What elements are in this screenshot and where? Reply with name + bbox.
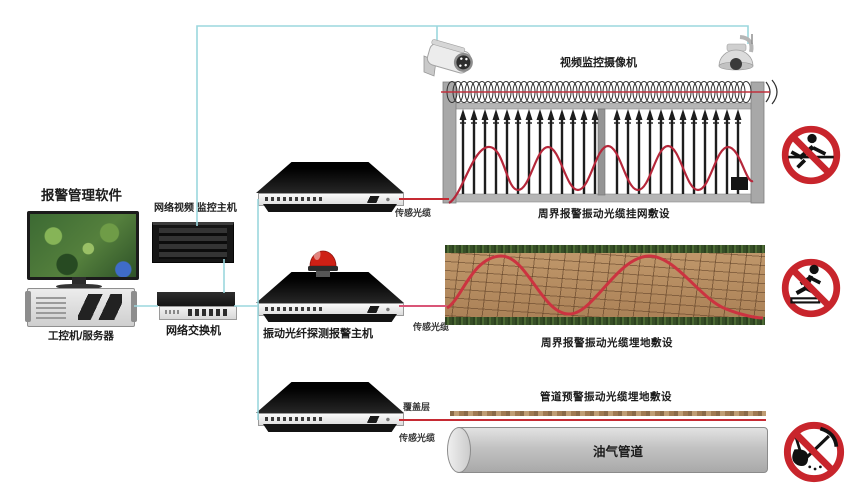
pipe-end-cap xyxy=(447,427,471,473)
dome-camera-icon xyxy=(718,34,754,71)
coil-end-arcs xyxy=(765,79,778,105)
cover-layer-strip xyxy=(450,411,766,416)
nvr-label: 网络视频 监控主机 xyxy=(154,203,237,214)
bullet-camera-icon xyxy=(423,39,473,77)
pipeline-caption: 管道预警振动光缆埋地敷设 xyxy=(540,391,672,403)
monitor-base xyxy=(56,284,102,289)
pipe-label: 油气管道 xyxy=(592,445,643,459)
cover-layer-label: 覆盖层 xyxy=(403,402,431,412)
alarm-host-label: 振动光纤探测报警主机 xyxy=(263,328,373,340)
ground-caption: 周界报警振动光缆埋地敷设 xyxy=(541,337,673,349)
device-top xyxy=(256,162,404,193)
monitor-stand xyxy=(72,277,86,285)
grass-strip-bottom xyxy=(445,317,765,325)
sensing-cable-label-ground: 传感光缆 xyxy=(413,322,450,332)
management-monitor xyxy=(27,211,139,280)
device-top xyxy=(256,382,404,413)
sensing-cable-label-pipe: 传感光缆 xyxy=(399,433,436,443)
device-base xyxy=(263,204,397,212)
industrial-pc xyxy=(25,288,137,327)
switch-label: 网络交换机 xyxy=(166,325,221,337)
oil-gas-pipe xyxy=(455,427,768,473)
device-base xyxy=(263,424,397,432)
drive-bays xyxy=(159,228,227,259)
fiber-alarm-host-1 xyxy=(256,162,404,214)
pc-handle-right xyxy=(131,291,137,322)
network-video-host xyxy=(152,222,234,263)
software-title: 报警管理软件 xyxy=(41,188,122,203)
camera-label: 视频监控摄像机 xyxy=(560,57,637,69)
paved-ground-image xyxy=(445,245,765,325)
pc-handle-left xyxy=(25,291,31,322)
device-top xyxy=(256,272,404,303)
no-stepping-sign-icon xyxy=(779,256,843,320)
fence-caption: 周界报警振动光缆挂网敷设 xyxy=(538,208,670,220)
workstation-label: 工控机/服务器 xyxy=(48,330,114,342)
fence-junction-box xyxy=(731,177,748,190)
no-climbing-sign-icon xyxy=(779,123,843,187)
fiber-alarm-host-2 xyxy=(256,272,404,324)
device-base xyxy=(263,314,397,322)
fiber-alarm-host-3 xyxy=(256,382,404,434)
network-switch-ports xyxy=(159,306,237,320)
grass-strip-top xyxy=(445,245,765,253)
network-switch xyxy=(157,292,235,306)
barbed-wire-coil xyxy=(446,81,752,103)
perimeter-fence xyxy=(442,81,765,204)
fence-wave-cable xyxy=(448,144,754,204)
no-digging-sign-icon xyxy=(781,419,847,485)
